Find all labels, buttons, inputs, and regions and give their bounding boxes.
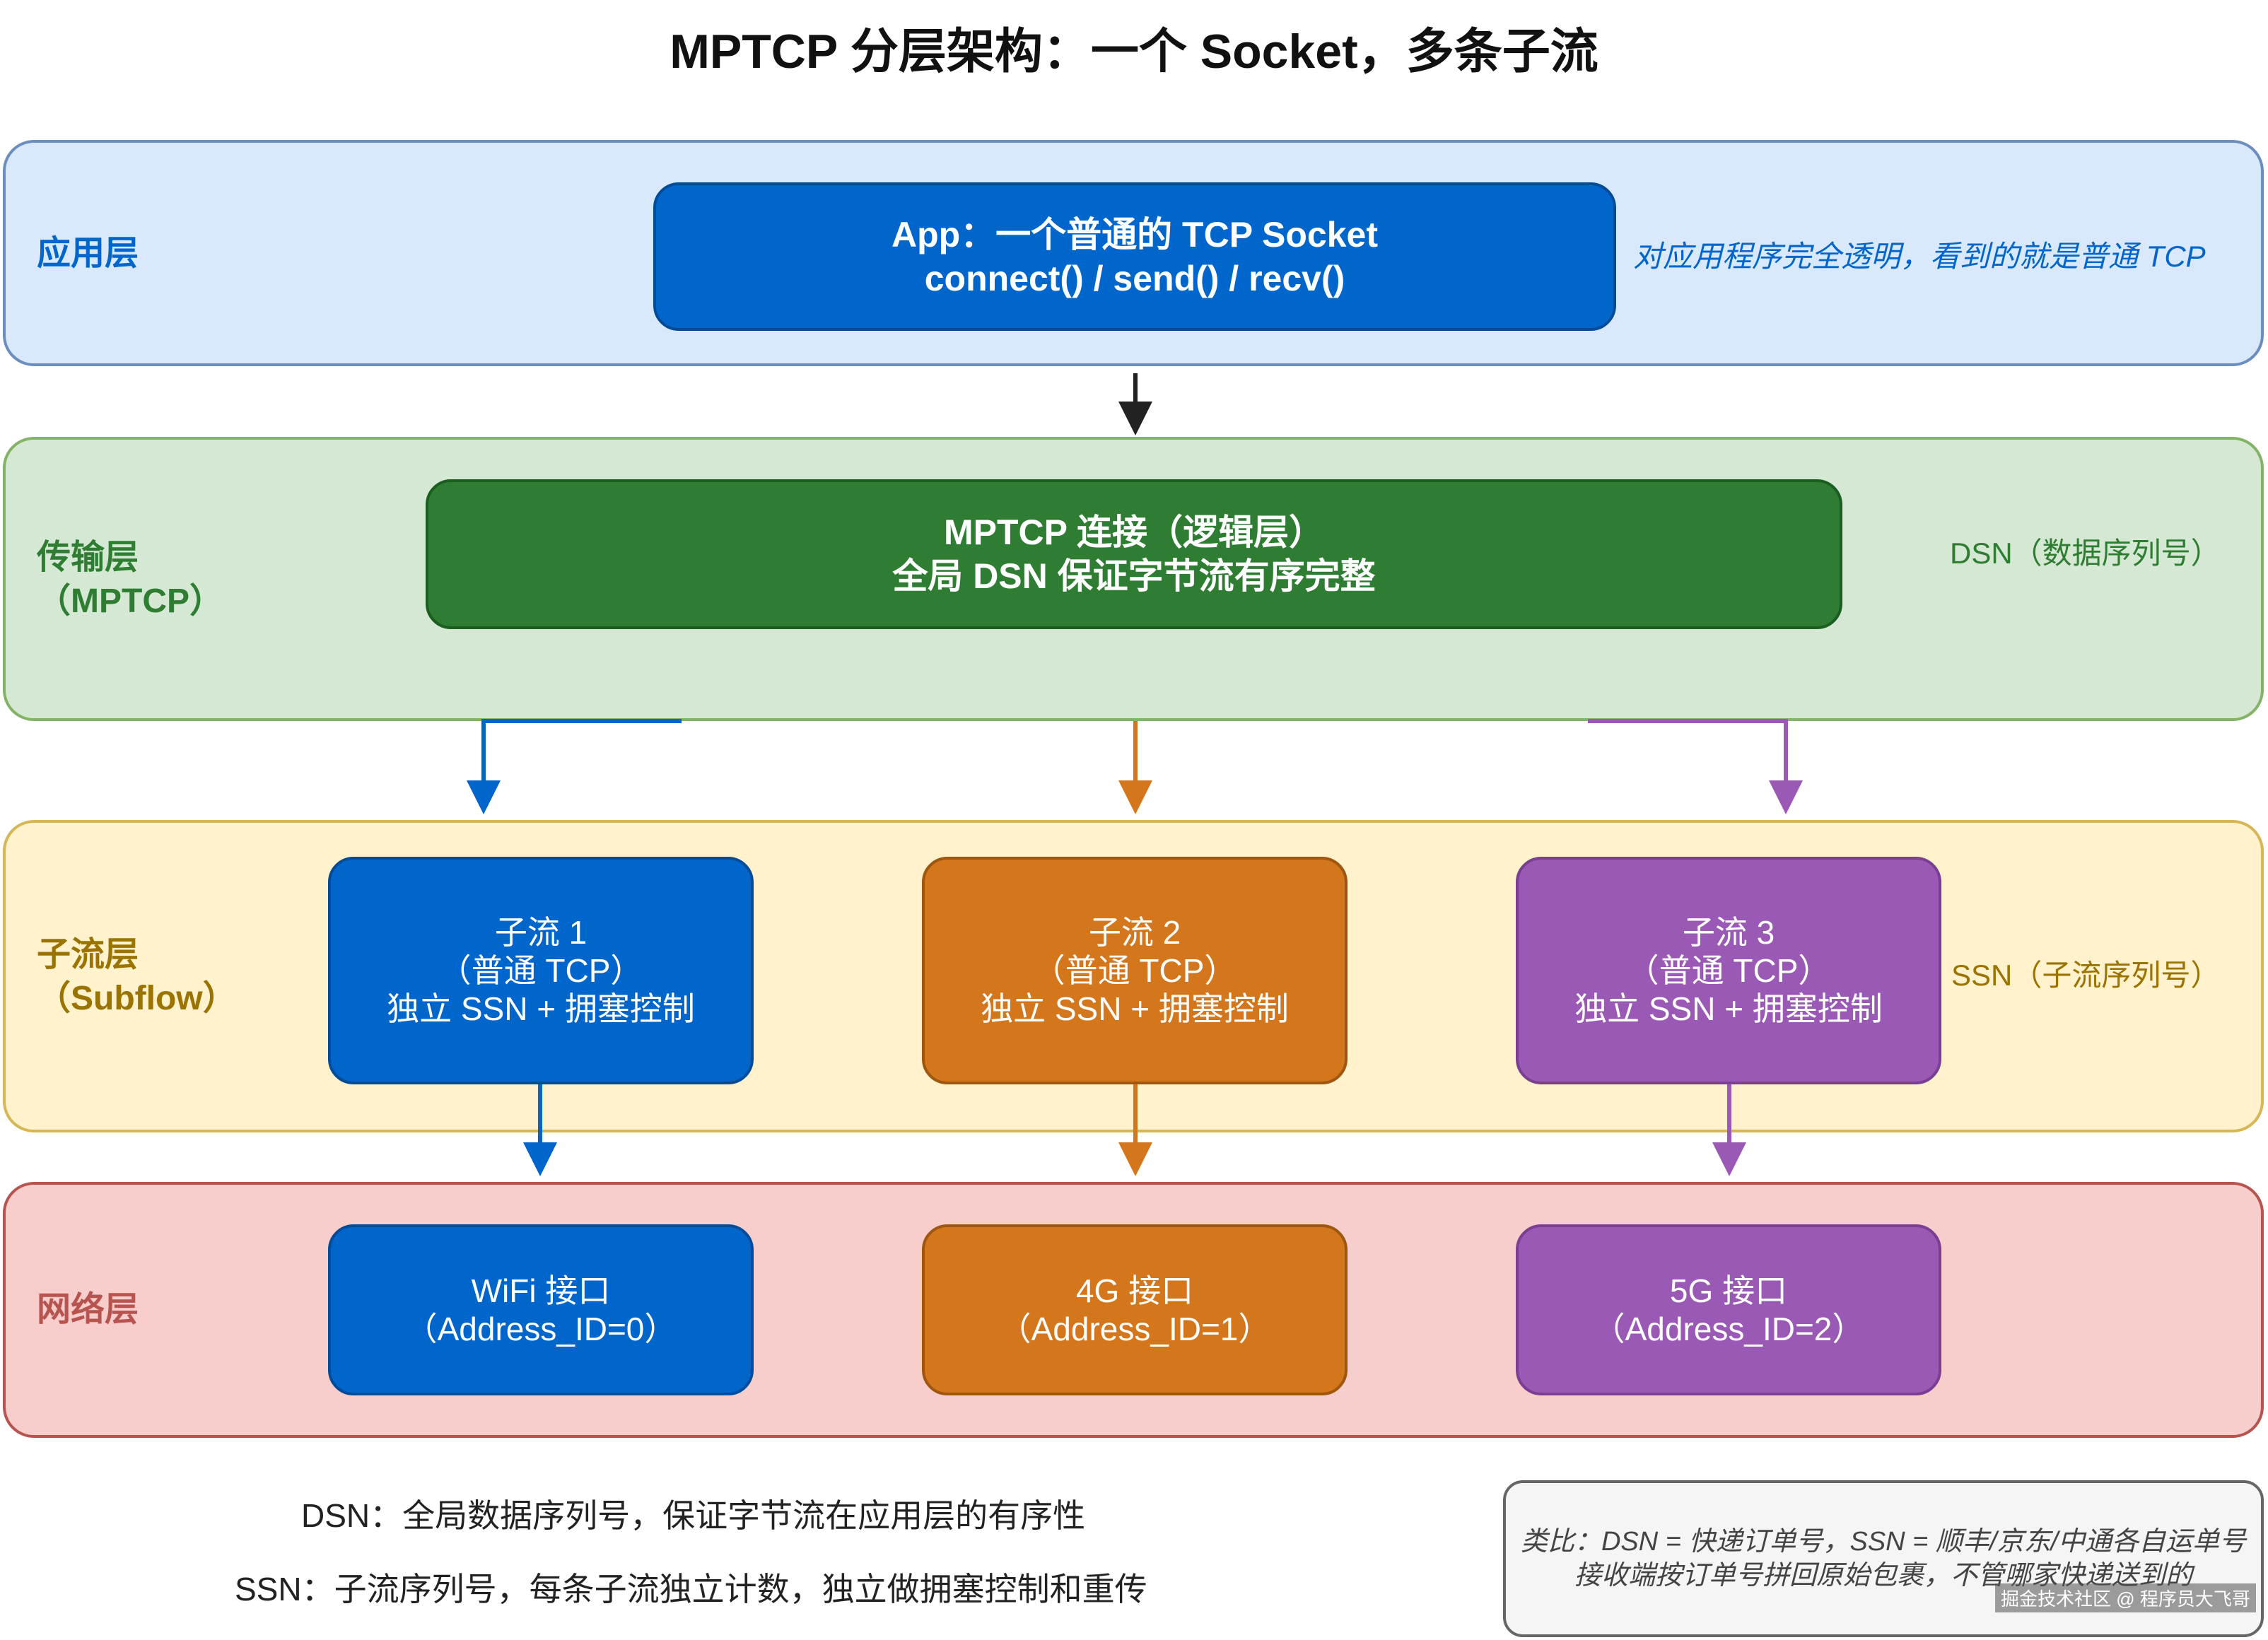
transport-label-line1: 传输层 [37, 539, 139, 576]
4g-line1: 4G 接口 [1075, 1272, 1194, 1309]
watermark: 掘金技术社区 @ 程序员大飞哥 [1995, 1583, 2256, 1612]
analogy-line1: 类比：DSN = 快递订单号，SSN = 顺丰/京东/中通各自运单号 [1520, 1527, 2247, 1557]
transport-side-note: DSN（数据序列号） [1950, 537, 2221, 570]
subflow-label-line2: （Subflow） [37, 980, 237, 1017]
subflow-2-line1: 子流 2 [1088, 914, 1181, 951]
subflow-2-box: 子流 2 （普通 TCP） 独立 SSN + 拥塞控制 [922, 857, 1348, 1084]
subflow-layer-label: 子流层 （Subflow） [37, 933, 237, 1021]
app-socket-box: App：一个普通的 TCP Socket connect() / send() … [653, 182, 1616, 331]
subflow-3-box: 子流 3 （普通 TCP） 独立 SSN + 拥塞控制 [1516, 857, 1941, 1084]
subflow-1-line3: 独立 SSN + 拥塞控制 [387, 990, 695, 1027]
4g-line2: （Address_ID=1） [998, 1311, 1271, 1347]
ssn-note: SSN：子流序列号，每条子流独立计数，独立做拥塞控制和重传 [235, 1571, 1147, 1607]
subflow-3-line3: 独立 SSN + 拥塞控制 [1574, 990, 1883, 1027]
subflow-label-line1: 子流层 [37, 936, 139, 973]
wifi-line2: （Address_ID=0） [404, 1311, 677, 1347]
5g-line2: （Address_ID=2） [1592, 1311, 1865, 1347]
5g-interface-box: 5G 接口 （Address_ID=2） [1516, 1224, 1941, 1395]
subflow-2-line3: 独立 SSN + 拥塞控制 [981, 990, 1289, 1027]
subflow-1-box: 子流 1 （普通 TCP） 独立 SSN + 拥塞控制 [328, 857, 754, 1084]
5g-line1: 5G 接口 [1669, 1272, 1788, 1309]
subflow-3-line2: （普通 TCP） [1626, 952, 1831, 989]
network-layer-label: 网络层 [37, 1291, 139, 1328]
subflow-1-line2: （普通 TCP） [438, 952, 643, 989]
transport-label-line2: （MPTCP） [37, 582, 224, 620]
mptcp-to-subflow-1-arrow [467, 719, 682, 814]
4g-interface-box: 4G 接口 （Address_ID=1） [922, 1224, 1348, 1395]
app-box-line2: connect() / send() / recv() [924, 259, 1345, 298]
transport-layer-label: 传输层 （MPTCP） [37, 536, 223, 623]
subflow-2-line2: （普通 TCP） [1032, 952, 1237, 989]
dsn-note: DSN：全局数据序列号，保证字节流在应用层的有序性 [301, 1497, 1086, 1534]
mptcp-box-line2: 全局 DSN 保证字节流有序完整 [892, 556, 1376, 596]
wifi-line1: WiFi 接口 [471, 1272, 611, 1309]
app-side-note: 对应用程序完全透明，看到的就是普通 TCP [1633, 240, 2206, 273]
app-layer-label: 应用层 [37, 235, 139, 272]
analogy-box: 类比：DSN = 快递订单号，SSN = 顺丰/京东/中通各自运单号 接收端按订… [1503, 1480, 2264, 1637]
subflow-1-line1: 子流 1 [494, 914, 588, 951]
mptcp-box-line1: MPTCP 连接（逻辑层） [944, 512, 1324, 552]
mptcp-connection-box: MPTCP 连接（逻辑层） 全局 DSN 保证字节流有序完整 [426, 479, 1842, 629]
diagram-title: MPTCP 分层架构：一个 Socket，多条子流 [670, 25, 1598, 78]
subflow-3-line1: 子流 3 [1682, 914, 1775, 951]
subflow-side-note: SSN（子流序列号） [1951, 959, 2221, 992]
app-box-line1: App：一个普通的 TCP Socket [891, 215, 1379, 254]
wifi-interface-box: WiFi 接口 （Address_ID=0） [328, 1224, 754, 1395]
mptcp-to-subflow-3-arrow [1588, 719, 1803, 814]
